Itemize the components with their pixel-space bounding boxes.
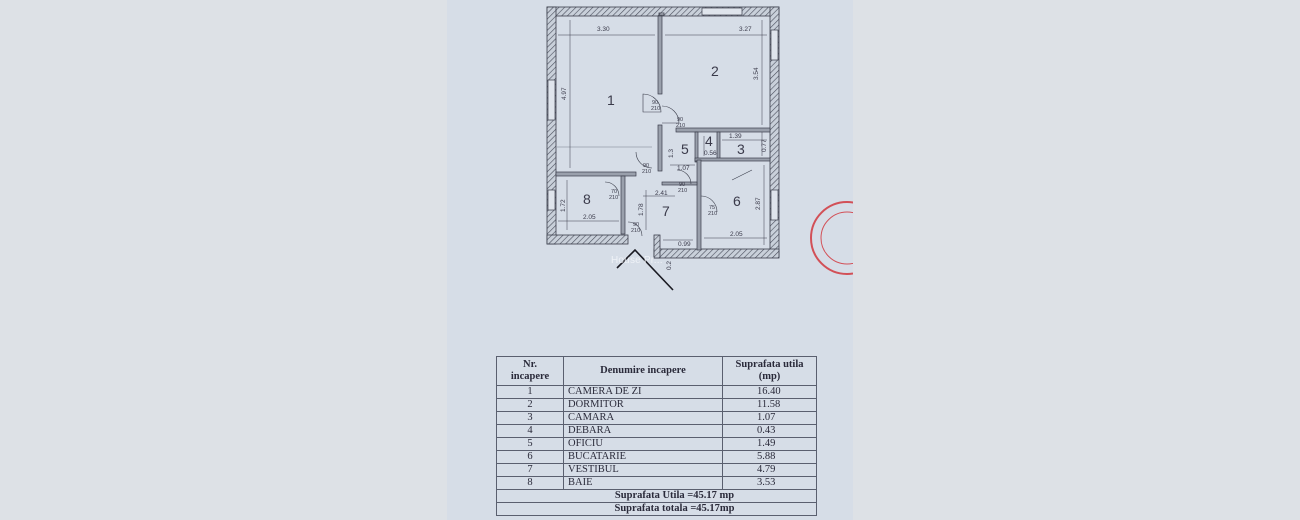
dim-1-3: 1.3 [668, 149, 675, 158]
dim-2-05-kitchen: 2.05 [730, 231, 743, 238]
svg-text:90: 90 [652, 100, 658, 106]
dim-4-97: 4.97 [561, 87, 568, 100]
svg-text:210: 210 [642, 169, 651, 175]
door-label-3: 90 210 [642, 163, 651, 175]
dim-0-77: 0.77 [761, 139, 768, 152]
header-nr: Nr. incapere [496, 356, 564, 386]
svg-text:210: 210 [651, 106, 660, 112]
entrance-arrow [616, 248, 674, 291]
svg-text:75: 75 [709, 205, 715, 211]
dim-1-72: 1.72 [560, 199, 567, 212]
svg-text:90: 90 [677, 117, 683, 123]
dim-1-07: 1.07 [677, 165, 690, 172]
total-totala-row: Suprafata totala =45.17mp [496, 502, 817, 516]
svg-text:210: 210 [708, 211, 717, 217]
dim-3-54: 3.54 [753, 67, 760, 80]
door-label-5: 75 210 [708, 205, 717, 217]
dim-2-41: 2.41 [655, 190, 668, 197]
room-label-6: 6 [733, 193, 741, 209]
dim-0-2: 0.2 [666, 261, 673, 270]
door-label-2: 90 210 [676, 117, 685, 129]
svg-text:210: 210 [609, 195, 618, 201]
windows [547, 7, 779, 221]
svg-text:210: 210 [631, 228, 640, 234]
svg-text:90: 90 [643, 163, 649, 169]
door-label-7: 90 210 [631, 222, 640, 234]
room-label-4: 4 [705, 133, 713, 149]
svg-text:70: 70 [611, 189, 617, 195]
total-util-row: Suprafata Utila =45.17 mp [496, 489, 817, 503]
dim-3-30: 3.30 [597, 26, 610, 33]
dim-2-87: 2.87 [755, 197, 762, 210]
room-label-8: 8 [583, 191, 591, 207]
door-label-4: 90 210 [678, 182, 687, 194]
header-name: Denumire incapere [563, 356, 723, 386]
room-label-7: 7 [662, 203, 670, 219]
dim-1-78: 1.78 [638, 203, 645, 216]
red-stamp [810, 201, 853, 275]
door-label-6: 70 210 [609, 189, 618, 201]
dim-0-99: 0.99 [678, 241, 691, 248]
door-label-1: 90 210 [651, 100, 660, 112]
door-swings [604, 93, 753, 237]
svg-text:90: 90 [679, 182, 685, 188]
room-label-1: 1 [607, 92, 615, 108]
svg-text:90: 90 [633, 222, 639, 228]
floor-plan: 1 2 3 4 5 6 7 8 3.30 3.27 4.97 3.54 1.39… [546, 6, 853, 291]
svg-text:210: 210 [676, 123, 685, 129]
interior-walls [555, 15, 771, 251]
room-label-3: 3 [737, 141, 745, 157]
watermark: House Pr... [611, 255, 663, 266]
dim-2-05-bath: 2.05 [583, 214, 596, 221]
dimension-lines [557, 20, 767, 245]
room-label-5: 5 [681, 141, 689, 157]
svg-text:210: 210 [678, 188, 687, 194]
dim-3-27: 3.27 [739, 26, 752, 33]
dim-0-56: 0.56 [704, 150, 717, 157]
room-label-2: 2 [711, 63, 719, 79]
floor-plan-sheet: 1 2 3 4 5 6 7 8 3.30 3.27 4.97 3.54 1.39… [447, 0, 853, 520]
table-header-row: Nr. incapere Denumire incapere Suprafata… [496, 356, 817, 386]
room-area-table: Nr. incapere Denumire incapere Suprafata… [496, 356, 817, 516]
outer-walls [546, 6, 780, 259]
dim-1-39: 1.39 [729, 133, 742, 140]
header-area: Suprafata utila (mp) [722, 356, 817, 386]
